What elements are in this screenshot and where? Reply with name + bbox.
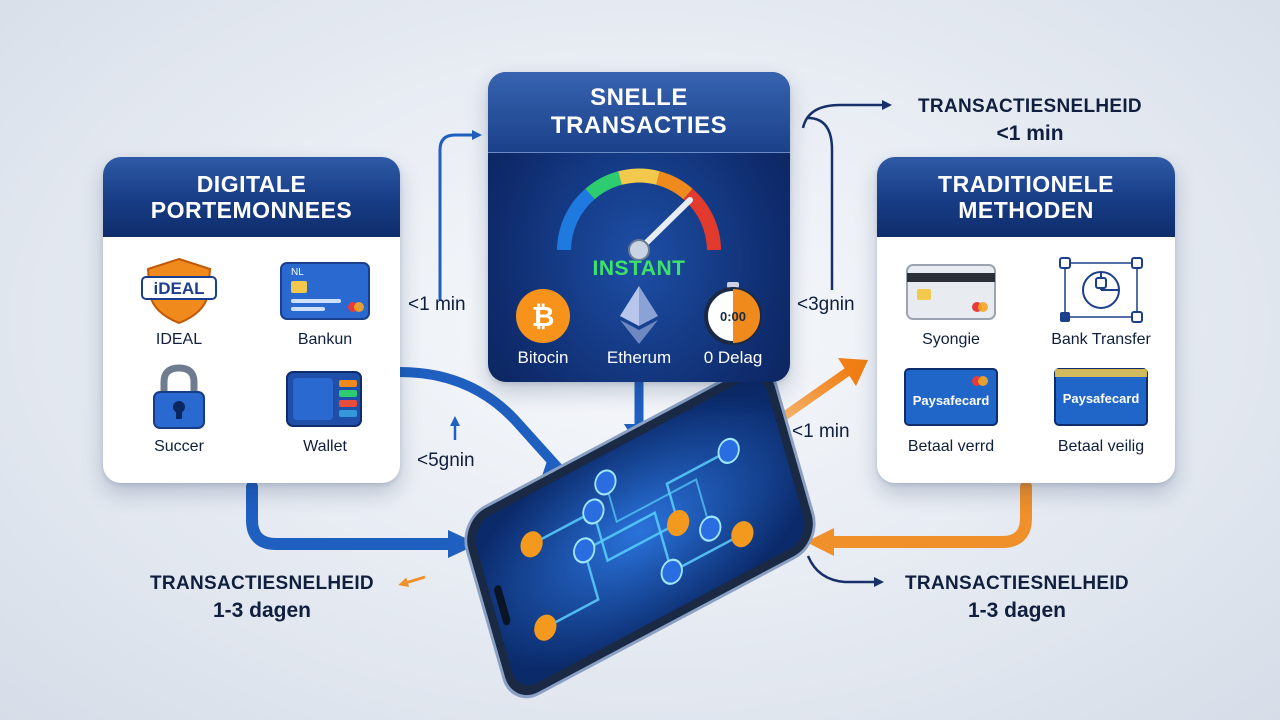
panel-title-line2: METHODEN: [958, 197, 1094, 223]
speed-block-top-right: TRANSACTIESNELHEID <1 min: [895, 96, 1165, 146]
speed-block-bottom-right: TRANSACTIESNELHEID 1-3 dagen: [882, 573, 1152, 623]
tile-label: Succer: [154, 438, 204, 455]
ethereum-label: Etherum: [606, 348, 672, 367]
digital-wallets-header: DIGITALE PORTEMONNEES: [103, 157, 400, 237]
tile-label: Betaal verrd: [907, 438, 995, 455]
speed-value: <1 min: [996, 122, 1064, 145]
svg-text:NL: NL: [291, 267, 304, 278]
svg-text:0:00: 0:00: [720, 309, 746, 324]
svg-text:₿: ₿: [532, 301, 555, 332]
panel-title-line1: SNELLE: [590, 84, 688, 112]
smartphone-illustration: [464, 365, 816, 699]
stopwatch-label: 0 Delag: [703, 348, 763, 367]
svg-text:Paysafecard: Paysafecard: [1063, 391, 1140, 406]
padlock-icon: [153, 364, 205, 429]
time-label-right-center: <3gnin: [797, 294, 855, 315]
fast-transactions-header: SNELLE TRANSACTIES: [488, 72, 790, 153]
tile-label: Syongie: [922, 331, 980, 348]
arrow-bottom-left-to-phone: [246, 481, 456, 550]
wallet-icon: [286, 371, 362, 427]
time-label-left-center: <1 min: [408, 294, 466, 315]
tile-label: Bankun: [297, 331, 353, 348]
instant-label: INSTANT: [592, 257, 686, 280]
tile-label: Bank Transfer: [1051, 331, 1151, 348]
tile-paysafe-1: Paysafecard Betaal verrd: [877, 362, 1025, 456]
panel-title-line2: PORTEMONNEES: [150, 197, 353, 223]
stopwatch-icon: 0:00: [704, 282, 762, 345]
speed-value: 1-3 dagen: [212, 599, 312, 622]
fast-transactions-panel: SNELLE TRANSACTIES INSTANT ₿ Bitocin Eth…: [488, 72, 790, 382]
tile-credit-card: Syongie: [877, 255, 1025, 349]
arrow-center-to-speed-top: [807, 116, 834, 290]
bank-card-icon: NL: [280, 262, 370, 320]
tile-label: Wallet: [303, 438, 347, 455]
arrow-left-to-phone: [395, 367, 565, 475]
speedometer-icon: [557, 168, 721, 260]
arrow-orange-small: [398, 575, 426, 588]
tile-ideal: iDEAL IDEAL: [105, 255, 253, 349]
arrow-left-to-center: [438, 130, 482, 300]
panel-title-line1: TRADITIONELE: [938, 170, 1114, 197]
bank-transfer-network-icon: [1059, 257, 1143, 323]
paysafecard-icon: Paysafecard: [904, 368, 998, 426]
speed-block-bottom-left: TRANSACTIESNELHEID 1-3 dagen: [127, 573, 397, 623]
tile-lock: Succer: [105, 362, 253, 456]
traditional-methods-header: TRADITIONELE METHODEN: [877, 157, 1175, 237]
speed-title: TRANSACTIESNELHEID: [918, 96, 1142, 117]
tile-label: IDEAL: [155, 331, 203, 348]
traditional-methods-panel: TRADITIONELE METHODEN Syongie: [877, 157, 1175, 483]
ideal-shield-icon: iDEAL: [141, 257, 217, 325]
credit-card-icon: [906, 264, 996, 320]
time-label-phone-right: <1 min: [792, 421, 850, 442]
speed-value: 1-3 dagen: [967, 599, 1067, 622]
tile-paysafe-2: Paysafecard Betaal veilig: [1027, 362, 1175, 456]
tile-bank-transfer: Bank Transfer: [1027, 255, 1175, 349]
tile-wallet: Wallet: [251, 362, 399, 456]
digital-wallets-panel: DIGITALE PORTEMONNEES iDEAL IDEAL NL Ban…: [103, 157, 400, 483]
bitcoin-icon: ₿: [516, 289, 570, 343]
panel-title-line1: DIGITALE: [196, 170, 307, 197]
tile-label: Betaal veilig: [1057, 438, 1145, 455]
paysafecard-icon: Paysafecard: [1054, 368, 1148, 426]
time-label-below-left: <5gnin: [417, 450, 475, 471]
arrow-right-to-phone: [826, 481, 1032, 548]
arrow-navy-bottom-right: [806, 555, 884, 587]
tile-bank-card: NL Bankun: [251, 255, 399, 349]
speed-title: TRANSACTIESNELHEID: [150, 573, 374, 594]
bitcoin-label: Bitocin: [517, 348, 569, 367]
panel-title-line2: TRANSACTIES: [550, 112, 728, 139]
svg-text:iDEAL: iDEAL: [154, 279, 205, 298]
svg-text:Paysafecard: Paysafecard: [913, 393, 990, 408]
ethereum-icon: [620, 286, 658, 344]
speed-title: TRANSACTIESNELHEID: [905, 573, 1129, 594]
